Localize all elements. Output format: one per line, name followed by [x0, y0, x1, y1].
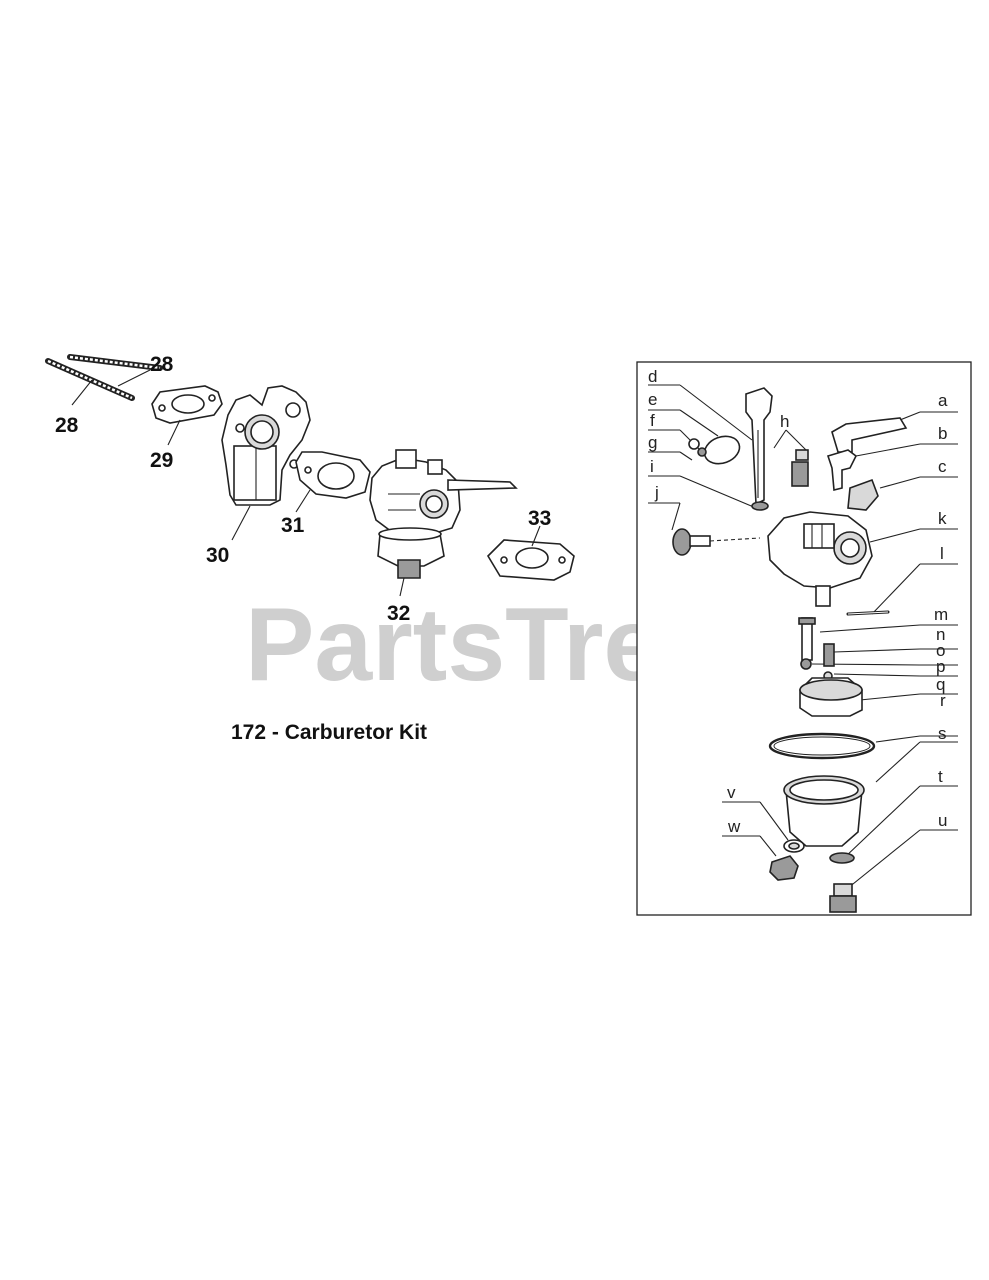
gasket-29: [151, 385, 223, 424]
kit-label-g: g: [648, 433, 657, 452]
kit-label-c: c: [938, 457, 947, 476]
kit-label-h: h: [780, 412, 789, 431]
gasket-33: [486, 539, 575, 581]
kit-label-b: b: [938, 424, 947, 443]
kit-label-j: j: [654, 483, 659, 502]
main-assembly: 28 28 29 30 31 32 33: [45, 353, 575, 625]
kit-label-d: d: [648, 367, 657, 386]
kit-label-v: v: [727, 783, 736, 802]
kit-label-q: q: [936, 675, 945, 694]
kit-label-l: l: [940, 544, 944, 563]
callout-33: 33: [528, 507, 551, 530]
kit-label-p: p: [936, 657, 945, 676]
kit-label-n: n: [936, 625, 945, 644]
kit-label-i: i: [650, 457, 654, 476]
kit-label-u: u: [938, 811, 947, 830]
callout-28-lower: 28: [55, 414, 79, 437]
kit-label-s: s: [938, 724, 947, 743]
kit-label-k: k: [938, 509, 947, 528]
carburetor-kit-detail: a b c d e f g h i j k l m n o p q r s t …: [636, 361, 972, 916]
kit-label-o: o: [936, 641, 945, 660]
stud-bolt-lower: [45, 358, 135, 401]
kit-parts: [672, 387, 908, 913]
kit-label-m: m: [934, 605, 948, 624]
diagram-title: 172 - Carburetor Kit: [231, 721, 427, 744]
carburetor-32: [369, 449, 518, 579]
kit-label-f: f: [650, 411, 655, 430]
kit-label-t: t: [938, 767, 943, 786]
callout-29: 29: [150, 449, 173, 472]
callout-31: 31: [281, 514, 305, 537]
stud-bolt-upper: [67, 354, 163, 371]
intake-bracket-30: [221, 385, 311, 506]
callout-30: 30: [206, 544, 229, 567]
kit-label-w: w: [727, 817, 741, 836]
gasket-31: [295, 451, 371, 499]
callout-28-upper: 28: [150, 353, 174, 376]
kit-label-e: e: [648, 390, 657, 409]
kit-label-a: a: [938, 391, 948, 410]
callout-32: 32: [387, 602, 410, 625]
kit-label-r: r: [940, 691, 946, 710]
